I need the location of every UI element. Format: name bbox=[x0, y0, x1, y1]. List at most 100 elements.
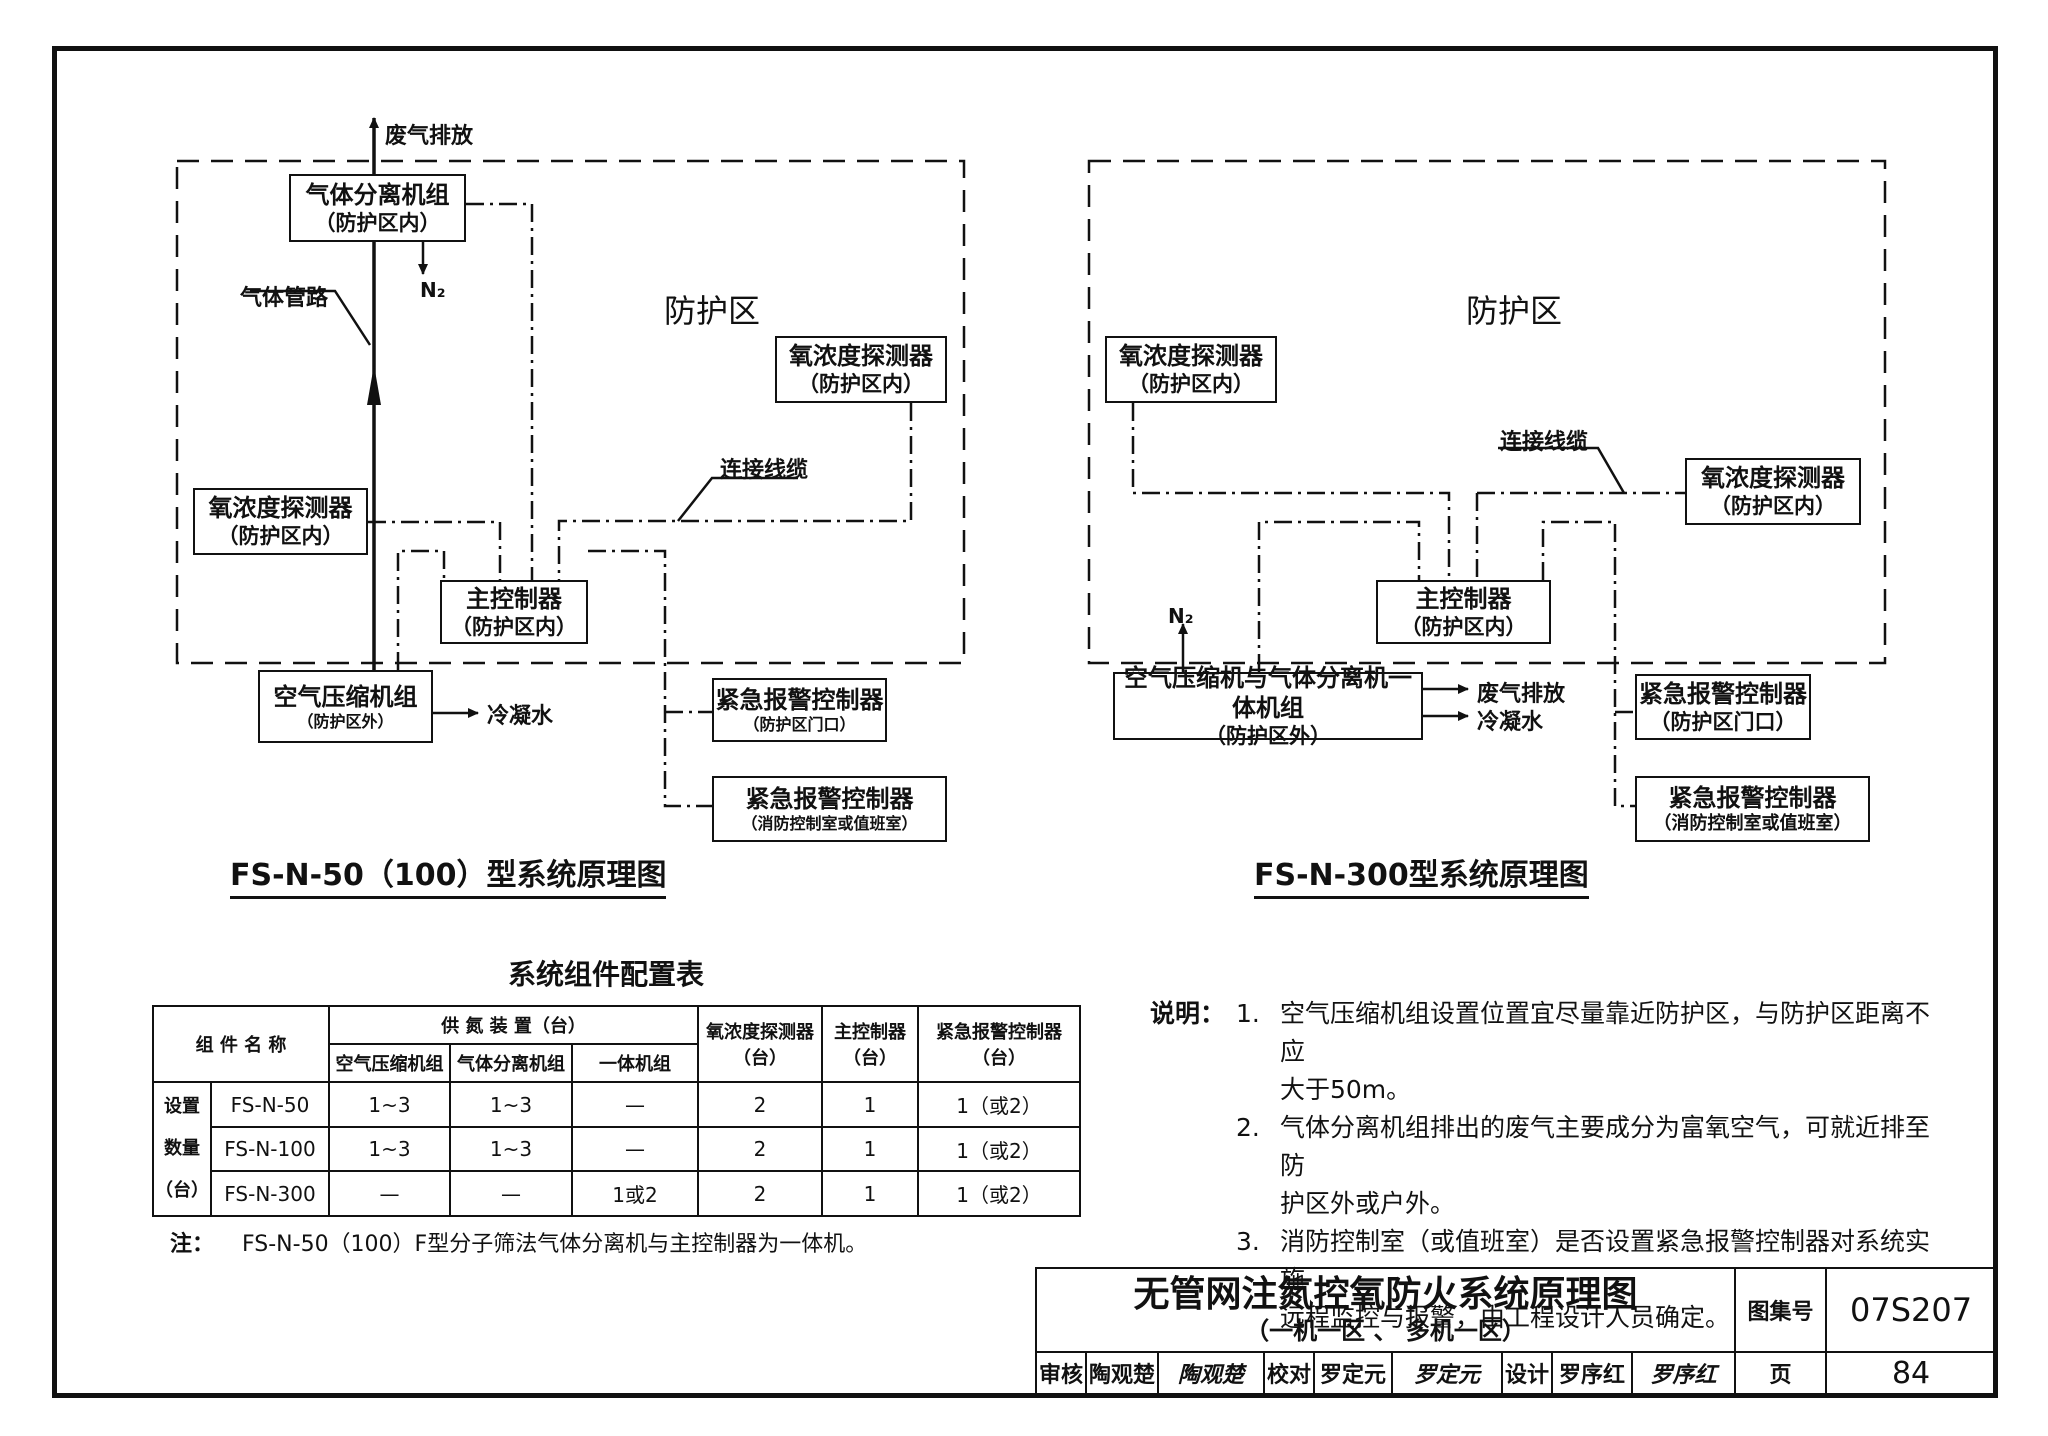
cell-integrated: — bbox=[571, 1081, 699, 1128]
box-sub: （防护区门口） bbox=[1649, 709, 1797, 734]
cell-controller: 1 bbox=[821, 1081, 919, 1128]
cell-separator: 1~3 bbox=[449, 1081, 573, 1128]
right-n2-label: N₂ bbox=[1168, 604, 1194, 628]
header-alarm-unit: （台） bbox=[972, 1048, 1026, 1070]
right-cable-label: 连接线缆 bbox=[1500, 430, 1589, 455]
drawing-subtitle: （一机一区 、 多机一区） bbox=[1245, 1317, 1526, 1345]
reviewer-signature: 陶观楚 bbox=[1157, 1351, 1265, 1395]
left-zone-border bbox=[175, 159, 966, 665]
box-sub: （防护区外） bbox=[1205, 723, 1331, 748]
cell-model: FS-N-300 bbox=[210, 1170, 330, 1217]
left-zone-label: 防护区 bbox=[664, 292, 761, 330]
header-alarm: 紧急报警控制器 （台） bbox=[917, 1004, 1081, 1084]
header-detector-label: 氧浓度探测器 bbox=[706, 1022, 814, 1044]
header-detector-unit: （台） bbox=[733, 1048, 787, 1070]
header-controller: 主控制器 （台） bbox=[821, 1004, 919, 1084]
cell-integrated: — bbox=[571, 1125, 699, 1173]
box-sub: （消防控制室或值班室） bbox=[1653, 812, 1852, 834]
cell-alarm: 1（或2） bbox=[917, 1170, 1081, 1217]
left-cable-detector-left bbox=[368, 520, 502, 580]
left-cable-detector-right bbox=[557, 403, 913, 580]
left-cable-alarms bbox=[588, 549, 712, 808]
box-title: 主控制器 bbox=[466, 584, 562, 613]
box-title: 气体分离机组 bbox=[305, 180, 450, 209]
right-alarm-room-box: 紧急报警控制器 （消防控制室或值班室） bbox=[1635, 776, 1870, 842]
box-title: 氧浓度探测器 bbox=[789, 342, 933, 371]
atlas-label: 图集号 bbox=[1734, 1267, 1828, 1353]
cell-detector: 2 bbox=[697, 1081, 823, 1128]
left-condensate-label: 冷凝水 bbox=[487, 704, 554, 729]
right-cable-alarms bbox=[1541, 520, 1635, 808]
page-label: 页 bbox=[1734, 1351, 1828, 1395]
cell-detector: 2 bbox=[697, 1125, 823, 1173]
right-condensate-label: 冷凝水 bbox=[1477, 710, 1544, 735]
right-diagram-caption: FS-N-300型系统原理图 bbox=[1254, 850, 1589, 899]
header-controller-label: 主控制器 bbox=[834, 1022, 906, 1044]
item-number: 1. bbox=[1236, 999, 1260, 1028]
table-row: FS-N-300 — — 1或2 2 1 1（或2） bbox=[153, 1170, 1081, 1217]
header-integrated: 一体机组 bbox=[571, 1042, 699, 1084]
box-title: 紧急报警控制器 bbox=[745, 785, 914, 813]
item-text: 气体分离机组排出的废气主要成分为富氧空气，可就近排至防 bbox=[1280, 1113, 1931, 1180]
header-component-name: 组 件 名 称 bbox=[152, 1004, 330, 1084]
box-title: 紧急报警控制器 bbox=[1639, 679, 1807, 708]
table-note-text: FS-N-50（100）F型分子筛法气体分离机与主控制器为一体机。 bbox=[242, 1232, 868, 1257]
design-label: 设计 bbox=[1501, 1351, 1553, 1395]
cell-alarm: 1（或2） bbox=[917, 1081, 1081, 1128]
designer-signature: 罗序红 bbox=[1630, 1351, 1737, 1395]
box-title: 氧浓度探测器 bbox=[1119, 342, 1263, 371]
left-diagram-caption: FS-N-50（100）型系统原理图 bbox=[230, 850, 667, 899]
box-sub: （防护区内） bbox=[314, 210, 441, 235]
header-alarm-label: 紧急报警控制器 bbox=[936, 1022, 1062, 1044]
right-cable-unit bbox=[1257, 520, 1421, 672]
config-table-title: 系统组件配置表 bbox=[508, 958, 705, 991]
left-exhaust-label: 废气排放 bbox=[385, 124, 474, 149]
box-title: 紧急报警控制器 bbox=[1668, 783, 1837, 812]
right-cable-leader bbox=[1498, 446, 1626, 494]
item-number: 2. bbox=[1236, 1113, 1260, 1142]
cell-controller: 1 bbox=[821, 1125, 919, 1173]
config-table: 组 件 名 称 供 氮 装 置（台） 氧浓度探测器 （台） 主控制器 （台） 紧… bbox=[152, 1004, 1081, 1217]
cell-model: FS-N-100 bbox=[210, 1125, 330, 1173]
box-sub: （防护区内） bbox=[1128, 372, 1254, 397]
header-supply: 供 氮 装 置（台） bbox=[328, 1005, 699, 1045]
drawing-title-cell: 无管网注氮控氧防火系统原理图 （一机一区 、 多机一区） bbox=[1034, 1267, 1737, 1353]
check-label: 校对 bbox=[1263, 1351, 1315, 1395]
checker-signature: 罗定元 bbox=[1391, 1351, 1503, 1395]
right-main-controller-box: 主控制器 （防护区内） bbox=[1376, 580, 1551, 644]
left-pipe-label: 气体管路 bbox=[240, 286, 329, 311]
row-group-line: 数量 bbox=[164, 1138, 200, 1160]
cell-detector: 2 bbox=[697, 1170, 823, 1217]
page-number: 84 bbox=[1825, 1351, 1998, 1395]
box-title: 主控制器 bbox=[1415, 584, 1512, 613]
drawing-frame bbox=[52, 46, 1998, 1398]
row-group-label: 设置 数量 （台） bbox=[152, 1081, 212, 1217]
item-cont: 护区外或户外。 bbox=[1280, 1189, 1456, 1218]
box-sub: （防护区内） bbox=[217, 524, 344, 549]
explanation-heading: 说明： bbox=[1150, 999, 1226, 1028]
box-title: 空气压缩机组 bbox=[273, 682, 418, 711]
left-main-controller-box: 主控制器 （防护区内） bbox=[440, 580, 588, 644]
review-label: 审核 bbox=[1035, 1351, 1087, 1395]
right-cable-detector-left bbox=[1131, 403, 1451, 580]
left-pipe-leader bbox=[250, 289, 372, 346]
right-integrated-unit-box: 空气压缩机与气体分离机一体机组 （防护区外） bbox=[1113, 664, 1423, 748]
left-compressor-box: 空气压缩机组 （防护区外） bbox=[258, 670, 433, 743]
cell-compressor: 1~3 bbox=[328, 1081, 451, 1128]
left-cable-label: 连接线缆 bbox=[720, 458, 809, 483]
left-gas-separator-box: 气体分离机组 （防护区内） bbox=[289, 174, 466, 242]
cell-model: FS-N-50 bbox=[210, 1081, 330, 1128]
box-sub: （防护区内） bbox=[1400, 614, 1527, 639]
right-zone-label: 防护区 bbox=[1466, 292, 1563, 330]
atlas-number: 07S207 bbox=[1825, 1267, 1998, 1353]
right-detector-left-box: 氧浓度探测器 （防护区内） bbox=[1105, 336, 1277, 403]
right-alarm-door-box: 紧急报警控制器 （防护区门口） bbox=[1635, 674, 1811, 740]
row-group-line: （台） bbox=[155, 1180, 209, 1202]
table-note-label: 注： bbox=[170, 1232, 215, 1257]
box-sub: （防护区内） bbox=[451, 614, 577, 639]
box-sub: （防护区内） bbox=[798, 372, 924, 397]
left-cable-compressor bbox=[396, 549, 446, 670]
box-sub: （防护区外） bbox=[297, 711, 394, 731]
box-title: 氧浓度探测器 bbox=[1701, 464, 1845, 493]
